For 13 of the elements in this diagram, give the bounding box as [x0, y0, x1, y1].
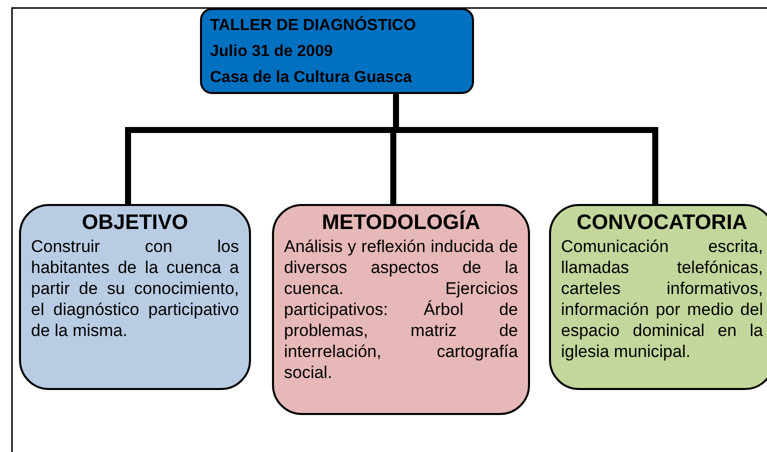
category-box: [272, 204, 530, 415]
box-description: Comunicación escrita, llamadas telefónicas, carteles informativos, información por medio del espacio dominical en la iglesia municipal.: [561, 236, 763, 362]
box-description: Construir con los habitantes de la cuenca a partir de su conocimiento, el diagnóstico participativo de la misma.: [31, 236, 239, 341]
category-box: [549, 204, 767, 390]
category-box: [19, 204, 251, 390]
title-line: Casa de la Cultura Guasca: [210, 68, 413, 88]
title-box: [200, 8, 474, 94]
title-line: Julio 31 de 2009: [210, 42, 334, 62]
title-line: TALLER DE DIAGNÓSTICO: [210, 14, 417, 36]
box-description: Análisis y reflexión inducida de diversos aspectos de la cuenca. Ejercicios participativos: Árbol de problemas, matriz de interrelación, cartografía social.: [284, 236, 518, 383]
box-heading: CONVOCATORIA: [576, 210, 748, 236]
box-heading: OBJETIVO: [80, 210, 190, 236]
box-heading: METODOLOGÍA: [320, 210, 482, 236]
